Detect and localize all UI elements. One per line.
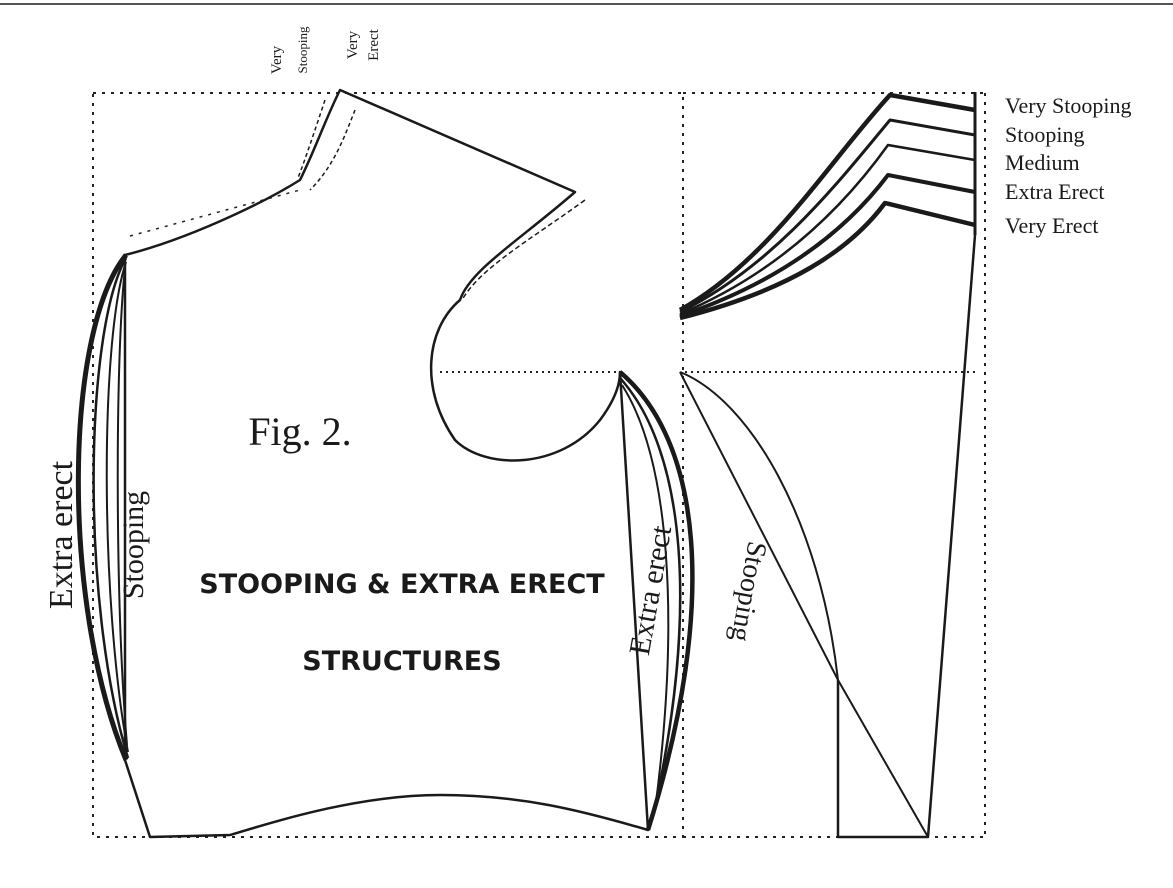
very-stooping-curve (678, 92, 976, 312)
neck-alt-line-1 (297, 99, 326, 179)
neck-label-very-erect-line2: Erect (366, 28, 382, 60)
back-left-inner-label: Stooping (117, 491, 150, 599)
armhole-alt-line (461, 199, 586, 301)
main-title-line1: STOOPING & EXTRA ERECT (199, 569, 605, 600)
back-left-outer-label: Extra erect (43, 460, 80, 609)
right-curve-2 (619, 377, 682, 821)
stooping-curve-right (621, 384, 670, 811)
figure-label: Fig. 2. (248, 409, 351, 454)
side-panel-base-diagonal (837, 679, 929, 838)
back-pattern-piece (75, 88, 695, 839)
legend-item-medium: Medium (1005, 150, 1080, 175)
neck-label-very-stooping-line2: Stooping (295, 26, 310, 73)
very-erect-curve (679, 200, 976, 321)
neck-alt-line-2 (309, 109, 356, 191)
stooping-curve-left (116, 267, 128, 746)
neck-label-very-stooping-line1: Very (269, 45, 285, 74)
neck-label-very-erect-line1: Very (345, 30, 361, 59)
stooping-curve (679, 118, 976, 314)
side-panel-curve (679, 371, 839, 681)
legend-item-very-stooping: Very Stooping (1005, 93, 1132, 118)
extra-erect-curve-right (618, 370, 695, 831)
side-panel-diagonal (679, 371, 839, 681)
extra-erect-curve-left (75, 253, 129, 761)
medium-curve (679, 143, 976, 316)
left-curve-3 (105, 261, 129, 753)
extra-erect-curve (679, 173, 976, 318)
legend: Very Stooping Stooping Medium Extra Erec… (1005, 93, 1132, 238)
main-title-line2: STRUCTURES (302, 646, 501, 677)
left-curve-2 (92, 257, 130, 759)
legend-item-very-erect: Very Erect (1005, 213, 1098, 238)
legend-item-extra-erect: Extra Erect (1005, 179, 1105, 204)
legend-item-stooping: Stooping (1005, 122, 1084, 147)
side-panel-piece (678, 92, 977, 839)
back-outline (123, 88, 650, 839)
side-panel-outline (836, 234, 977, 839)
